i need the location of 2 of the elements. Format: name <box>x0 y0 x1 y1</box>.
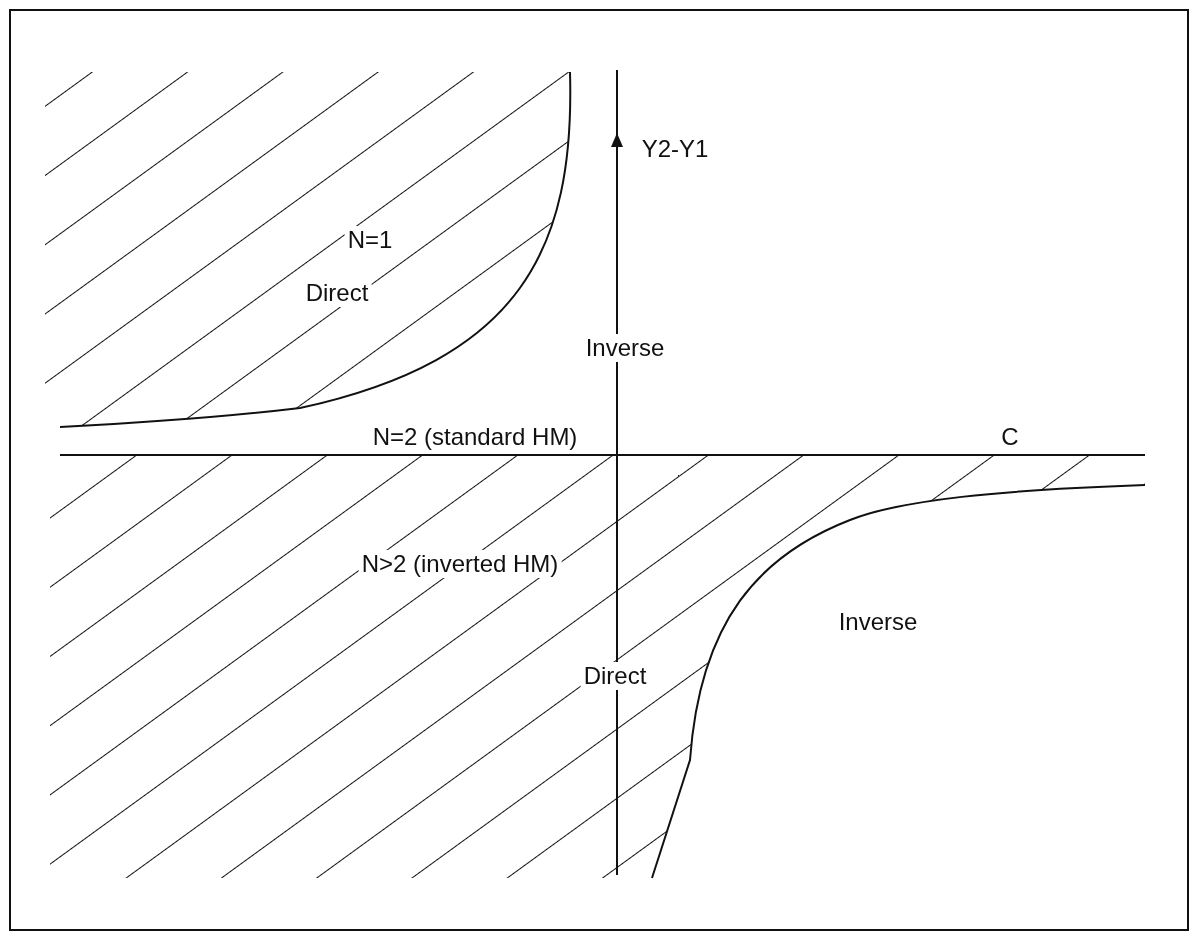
region-label: Direct <box>580 662 650 690</box>
boundary-label: N>2 (inverted HM) <box>358 550 562 578</box>
